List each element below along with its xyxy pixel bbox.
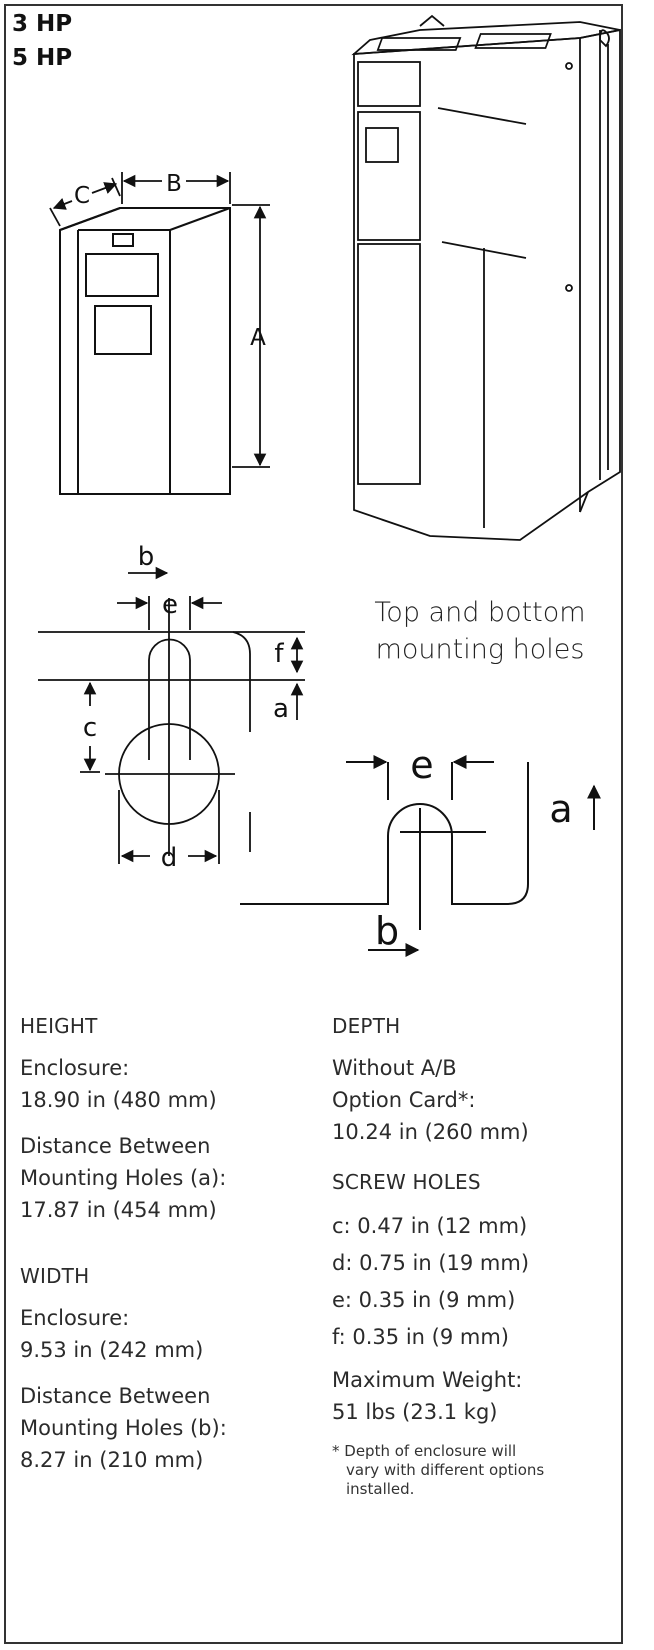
width-enclosure-label: Enclosure: — [20, 1306, 130, 1330]
mounting-holes-caption: Top and bottom mounting holes — [360, 594, 600, 668]
dimension-drawing: B C A — [38, 14, 621, 957]
caption-line-2: mounting holes — [375, 634, 585, 665]
height-mounting-label-1: Distance Between — [20, 1134, 211, 1158]
width-heading: WIDTH — [20, 1264, 90, 1288]
height-enclosure-label: Enclosure: — [20, 1056, 130, 1080]
screw-hole-d: d: 0.75 in (19 mm) — [332, 1251, 530, 1275]
hp-label-5: 5 HP — [12, 45, 73, 71]
footnote-line-1: * Depth of enclosure will — [332, 1442, 517, 1460]
footnote: * Depth of enclosure will vary with diff… — [332, 1442, 612, 1499]
screw-hole-e: e: 0.35 in (9 mm) — [332, 1288, 516, 1312]
height-mounting: Distance Between Mounting Holes (a): 17.… — [20, 1130, 300, 1226]
width-enclosure-value: 9.53 in (242 mm) — [20, 1338, 204, 1362]
screw-hole-f: f: 0.35 in (9 mm) — [332, 1325, 509, 1349]
front-view-enclosure — [59, 207, 231, 495]
footnote-line-2: vary with different options — [346, 1461, 545, 1479]
hp-label-3: 3 HP — [12, 11, 73, 37]
depth-line-1: Without A/B — [332, 1056, 457, 1080]
dim-label-a-slot: a — [549, 787, 572, 831]
screw-hole-c: c: 0.47 in (12 mm) — [332, 1214, 528, 1238]
width-mounting-label-1: Distance Between — [20, 1384, 211, 1408]
slot-detail — [240, 755, 601, 957]
width-enclosure: Enclosure: 9.53 in (242 mm) — [20, 1302, 300, 1366]
footnote-line-3: installed. — [346, 1480, 415, 1498]
dimension-lines-front — [49, 172, 270, 468]
dim-label-A: A — [250, 325, 266, 351]
caption-line-1: Top and bottom — [374, 597, 586, 628]
dim-label-B: B — [166, 171, 182, 197]
depth-line-2: Option Card*: — [332, 1088, 476, 1112]
screw-holes-list: c: 0.47 in (12 mm) d: 0.75 in (19 mm) e:… — [332, 1208, 612, 1356]
max-weight-label: Maximum Weight: — [332, 1368, 523, 1392]
dim-label-C: C — [74, 183, 90, 209]
perspective-view-drive — [351, 14, 621, 541]
dim-label-e-top: e — [162, 590, 178, 620]
dim-label-e-slot: e — [410, 743, 433, 787]
dim-label-b-top: b — [138, 542, 155, 572]
width-mounting: Distance Between Mounting Holes (b): 8.2… — [20, 1380, 300, 1476]
specs-left-column: HEIGHT Enclosure: 18.90 in (480 mm) Dist… — [20, 1010, 300, 1490]
height-enclosure-value: 18.90 in (480 mm) — [20, 1088, 217, 1112]
height-mounting-label-2: Mounting Holes (a): — [20, 1166, 227, 1190]
height-heading: HEIGHT — [20, 1014, 98, 1038]
height-mounting-value: 17.87 in (454 mm) — [20, 1198, 217, 1222]
dim-label-f: f — [274, 639, 284, 669]
depth-heading: DEPTH — [332, 1014, 401, 1038]
figure-frame — [4, 4, 623, 1644]
dim-label-b-slot: b — [375, 909, 399, 953]
max-weight-value: 51 lbs (23.1 kg) — [332, 1400, 498, 1424]
dim-label-d: d — [161, 843, 178, 873]
width-mounting-value: 8.27 in (210 mm) — [20, 1448, 204, 1472]
max-weight: Maximum Weight: 51 lbs (23.1 kg) — [332, 1364, 612, 1428]
dim-label-a-left: a — [273, 694, 289, 724]
depth-value: Without A/B Option Card*: 10.24 in (260 … — [332, 1052, 612, 1148]
dim-label-c: c — [83, 713, 97, 743]
depth-line-3: 10.24 in (260 mm) — [332, 1120, 529, 1144]
height-enclosure: Enclosure: 18.90 in (480 mm) — [20, 1052, 300, 1116]
screw-holes-heading: SCREW HOLES — [332, 1170, 481, 1194]
keyhole-detail — [38, 566, 305, 864]
specs-right-column: DEPTH Without A/B Option Card*: 10.24 in… — [332, 1010, 612, 1499]
width-mounting-label-2: Mounting Holes (b): — [20, 1416, 227, 1440]
